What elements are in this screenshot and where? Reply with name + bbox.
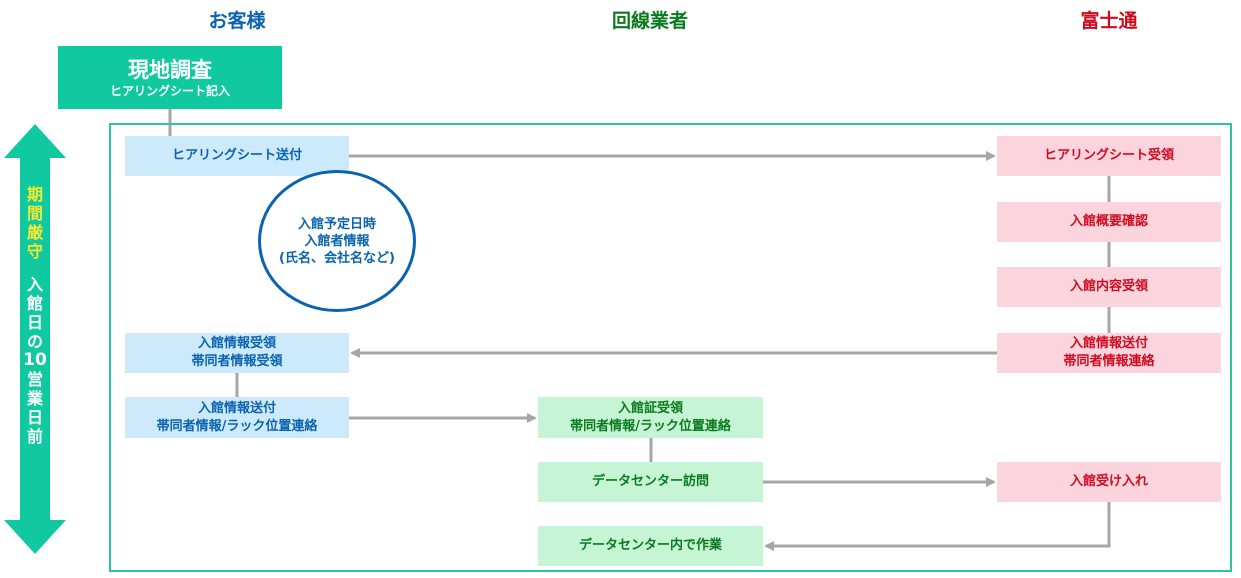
circle-line: 入館者情報 (304, 233, 370, 249)
entry-info-circle: 入館予定日時 入館者情報 (氏名、会社名など) (258, 170, 416, 312)
box-line: 帯同者情報/ラック位置連絡 (156, 418, 318, 434)
box-line: 入館証受領 (617, 400, 683, 416)
period-frame (109, 123, 1232, 572)
survey-box: 現地調査 ヒアリングシート記入 (58, 46, 282, 109)
box-line: ヒアリングシート送付 (171, 148, 302, 163)
box-line: 入館情報受領 (197, 336, 276, 351)
period-double-arrow (4, 124, 66, 554)
period-char: の (26, 332, 43, 351)
box-line: 入館概要確認 (1069, 214, 1148, 229)
period-label: 期 間 厳 守 入 館 日 の 10 営 業 日 前 (22, 185, 48, 446)
deadline-char: 期 (26, 185, 43, 204)
period-char: 日 (26, 313, 43, 332)
survey-subtitle: ヒアリングシート記入 (109, 83, 230, 98)
customer-send-info-box: 入館情報送付 帯同者情報/ラック位置連絡 (125, 397, 349, 438)
box-line: 入館受け入れ (1069, 474, 1148, 489)
circle-line: (氏名、会社名など) (279, 250, 395, 266)
deadline-char: 厳 (26, 223, 43, 242)
box-line: 入館情報送付 (197, 400, 276, 416)
carrier-receive-pass-box: 入館証受領 帯同者情報/ラック位置連絡 (538, 397, 763, 438)
fujitsu-accept-box: 入館受け入れ (997, 462, 1221, 502)
deadline-char: 間 (26, 204, 43, 223)
box-line: 入館情報送付 (1069, 336, 1148, 351)
fujitsu-receive-content-box: 入館内容受領 (997, 267, 1221, 307)
carrier-visit-box: データセンター訪問 (538, 462, 763, 502)
survey-title: 現地調査 (128, 57, 212, 82)
header-customer: お客様 (208, 10, 266, 32)
fujitsu-receive-sheet-box: ヒアリングシート受領 (997, 136, 1221, 176)
deadline-char: 守 (26, 242, 43, 261)
fujitsu-send-info-box: 入館情報送付 帯同者情報連絡 (997, 333, 1221, 373)
customer-send-sheet-box: ヒアリングシート送付 (125, 136, 349, 176)
period-char: 館 (26, 294, 43, 313)
carrier-work-box: データセンター内で作業 (538, 526, 763, 566)
arrow-accept-to-work (764, 502, 1111, 551)
box-line: 帯同者情報受領 (191, 354, 283, 369)
box-line: 帯同者情報/ラック位置連絡 (570, 418, 731, 434)
box-line: 入館内容受領 (1069, 279, 1148, 294)
period-char: 日 (26, 408, 43, 427)
header-fujitsu: 富士通 (1080, 10, 1138, 32)
box-line: データセンター訪問 (591, 474, 709, 489)
header-carrier: 回線業者 (611, 10, 688, 32)
fujitsu-confirm-box: 入館概要確認 (997, 202, 1221, 242)
circle-line: 入館予定日時 (297, 216, 376, 232)
box-line: ヒアリングシート受領 (1043, 148, 1174, 163)
box-line: 帯同者情報連絡 (1063, 354, 1155, 369)
period-char: 前 (26, 427, 43, 446)
period-char: 業 (26, 389, 43, 408)
customer-receive-info-box: 入館情報受領 帯同者情報受領 (125, 333, 349, 373)
period-char: 入 (26, 275, 43, 294)
period-number: 10 (23, 350, 47, 370)
box-line: データセンター内で作業 (578, 538, 722, 553)
period-char: 営 (26, 370, 43, 389)
